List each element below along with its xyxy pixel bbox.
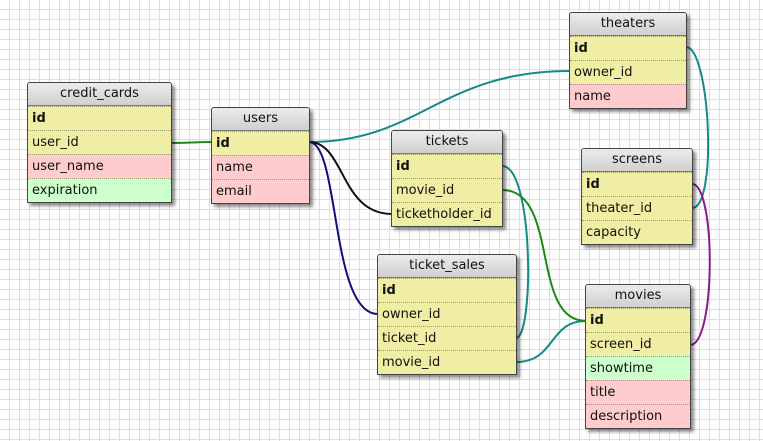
table-title: ticket_sales xyxy=(378,255,516,278)
table-title: screens xyxy=(582,149,692,172)
field-movie-id[interactable]: movie_id xyxy=(392,178,502,202)
field-id[interactable]: id xyxy=(586,308,690,332)
field-name[interactable]: name xyxy=(570,84,686,108)
connector-tickets-ticketholder-id-to-users-id xyxy=(308,141,393,215)
table-credit-cards[interactable]: credit_cards id user_id user_name expira… xyxy=(27,82,172,203)
table-ticket-sales[interactable]: ticket_sales id owner_id ticket_id movie… xyxy=(377,254,517,375)
connector-credit-cards-user-id-to-users-id xyxy=(169,141,213,144)
field-id[interactable]: id xyxy=(378,278,516,302)
table-theaters[interactable]: theaters id owner_id name xyxy=(569,12,687,109)
field-id[interactable]: id xyxy=(212,131,309,155)
field-theater-id[interactable]: theater_id xyxy=(582,196,692,220)
connector-ticket-sales-movie-id-to-movies-id xyxy=(515,320,587,363)
field-title[interactable]: title xyxy=(586,380,690,404)
field-name[interactable]: name xyxy=(212,155,309,179)
field-screen-id[interactable]: screen_id xyxy=(586,332,690,356)
field-user-id[interactable]: user_id xyxy=(28,130,171,154)
table-screens[interactable]: screens id theater_id capacity xyxy=(581,148,693,245)
field-ticketholder-id[interactable]: ticketholder_id xyxy=(392,202,502,226)
field-id[interactable]: id xyxy=(570,36,686,60)
field-id[interactable]: id xyxy=(392,154,502,178)
field-showtime[interactable]: showtime xyxy=(586,356,690,380)
table-movies[interactable]: movies id screen_id showtime title descr… xyxy=(585,284,691,429)
table-tickets[interactable]: tickets id movie_id ticketholder_id xyxy=(391,130,503,227)
table-title: tickets xyxy=(392,131,502,154)
field-description[interactable]: description xyxy=(586,404,690,428)
field-capacity[interactable]: capacity xyxy=(582,220,692,244)
table-users[interactable]: users id name email xyxy=(211,107,310,204)
field-movie-id[interactable]: movie_id xyxy=(378,350,516,374)
table-title: credit_cards xyxy=(28,83,171,106)
table-title: movies xyxy=(586,285,690,308)
field-owner-id[interactable]: owner_id xyxy=(378,302,516,326)
field-id[interactable]: id xyxy=(28,106,171,130)
table-title: users xyxy=(212,108,309,131)
field-owner-id[interactable]: owner_id xyxy=(570,60,686,84)
field-email[interactable]: email xyxy=(212,179,309,203)
field-id[interactable]: id xyxy=(582,172,692,196)
field-user-name[interactable]: user_name xyxy=(28,154,171,178)
field-expiration[interactable]: expiration xyxy=(28,178,171,202)
connector-ticket-sales-owner-id-to-users-id xyxy=(308,141,379,315)
field-ticket-id[interactable]: ticket_id xyxy=(378,326,516,350)
table-title: theaters xyxy=(570,13,686,36)
